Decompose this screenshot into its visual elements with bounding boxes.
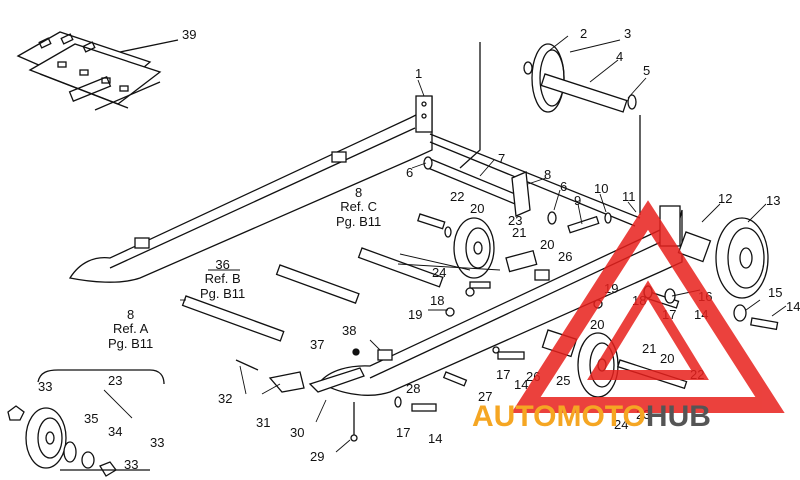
- reference-c-page: Pg. B11: [336, 213, 382, 229]
- callout-26-b: 26: [526, 369, 541, 384]
- callout-25: 25: [556, 373, 571, 388]
- callout-10: 10: [594, 181, 609, 196]
- reference-a-page: Pg. B11: [108, 335, 154, 351]
- callout-17-c: 17: [396, 425, 411, 440]
- callout-20-c: 20: [590, 317, 605, 332]
- watermark-moto: MOTO: [556, 400, 646, 433]
- callout-8-a: 8: [544, 167, 552, 182]
- callout-32: 32: [218, 391, 233, 406]
- callout-28: 28: [406, 381, 421, 396]
- callout-6-b: 6: [560, 179, 568, 194]
- reference-c: 8 Ref. C Pg. B11: [336, 185, 382, 229]
- callout-17-b: 17: [496, 367, 511, 382]
- callout-24-a: 24: [432, 265, 447, 280]
- callout-39: 39: [182, 27, 197, 42]
- callout-19-b: 19: [604, 281, 619, 296]
- reference-a-label: Ref. A: [112, 321, 149, 337]
- reference-b: 36 Ref. B Pg. B11: [200, 257, 246, 301]
- watermark-text: AUTOMOTOHUB: [472, 402, 711, 432]
- track-clip-illustration: [16, 31, 179, 111]
- callout-18-a: 18: [430, 293, 445, 308]
- callout-23-a: 23: [508, 213, 523, 228]
- callout-12: 12: [718, 191, 733, 206]
- reference-c-label: Ref. C: [340, 199, 378, 215]
- reference-dashed-lines: [459, 42, 641, 215]
- callout-34: 34: [108, 424, 123, 439]
- callout-24-b: 24: [614, 417, 629, 432]
- reference-b-number: 36: [215, 257, 230, 272]
- callout-37: 37: [310, 337, 325, 352]
- callout-33-a: 33: [38, 379, 53, 394]
- callout-17-a: 17: [662, 307, 677, 322]
- callout-29: 29: [310, 449, 325, 464]
- callout-23-c: 23: [108, 373, 123, 388]
- watermark-hub: HUB: [645, 400, 711, 433]
- callout-5: 5: [643, 63, 651, 78]
- callout-27: 27: [478, 389, 493, 404]
- reference-a: 8 Ref. A Pg. B11: [108, 307, 154, 351]
- callout-38: 38: [342, 323, 357, 338]
- callout-20-b: 20: [540, 237, 555, 252]
- callout-33-b: 33: [150, 435, 165, 450]
- callout-14-d: 14: [428, 431, 443, 446]
- callout-9: 9: [574, 193, 582, 208]
- watermark-auto: AUTO: [472, 400, 557, 433]
- callout-21-b: 21: [642, 341, 657, 356]
- callout-22-b: 22: [690, 367, 705, 382]
- callout-15: 15: [768, 285, 783, 300]
- callout-33-c: 33: [124, 457, 139, 472]
- idler-wheel-assembly: [523, 43, 637, 113]
- reference-b-page: Pg. B11: [200, 285, 246, 301]
- callout-2: 2: [580, 26, 588, 41]
- bracket-23: [37, 369, 165, 471]
- reference-b-label: Ref. B: [204, 271, 241, 287]
- callout-3: 3: [624, 26, 632, 41]
- callout-26-a: 26: [558, 249, 573, 264]
- callout-14-b: 14: [694, 307, 709, 322]
- reference-c-number: 8: [355, 185, 363, 200]
- callout-31: 31: [256, 415, 271, 430]
- callout-18-b: 18: [632, 293, 647, 308]
- callout-20-a: 20: [470, 201, 485, 216]
- callout-19-a: 19: [408, 307, 423, 322]
- cross-shafts: [181, 247, 444, 342]
- callout-11: 11: [622, 189, 636, 204]
- callout-14-a: 14: [786, 299, 800, 314]
- callout-7: 7: [498, 151, 506, 166]
- callout-1: 1: [415, 66, 423, 81]
- callout-13: 13: [766, 193, 781, 208]
- callout-35: 35: [84, 411, 99, 426]
- callout-22-a: 22: [450, 189, 465, 204]
- callout-20-d: 20: [660, 351, 675, 366]
- slide-plate: [268, 367, 365, 393]
- callout-16: 16: [698, 289, 713, 304]
- reference-a-number: 8: [127, 307, 135, 322]
- callout-4: 4: [616, 49, 624, 64]
- callout-6-a: 6: [406, 165, 414, 180]
- callout-30: 30: [290, 425, 305, 440]
